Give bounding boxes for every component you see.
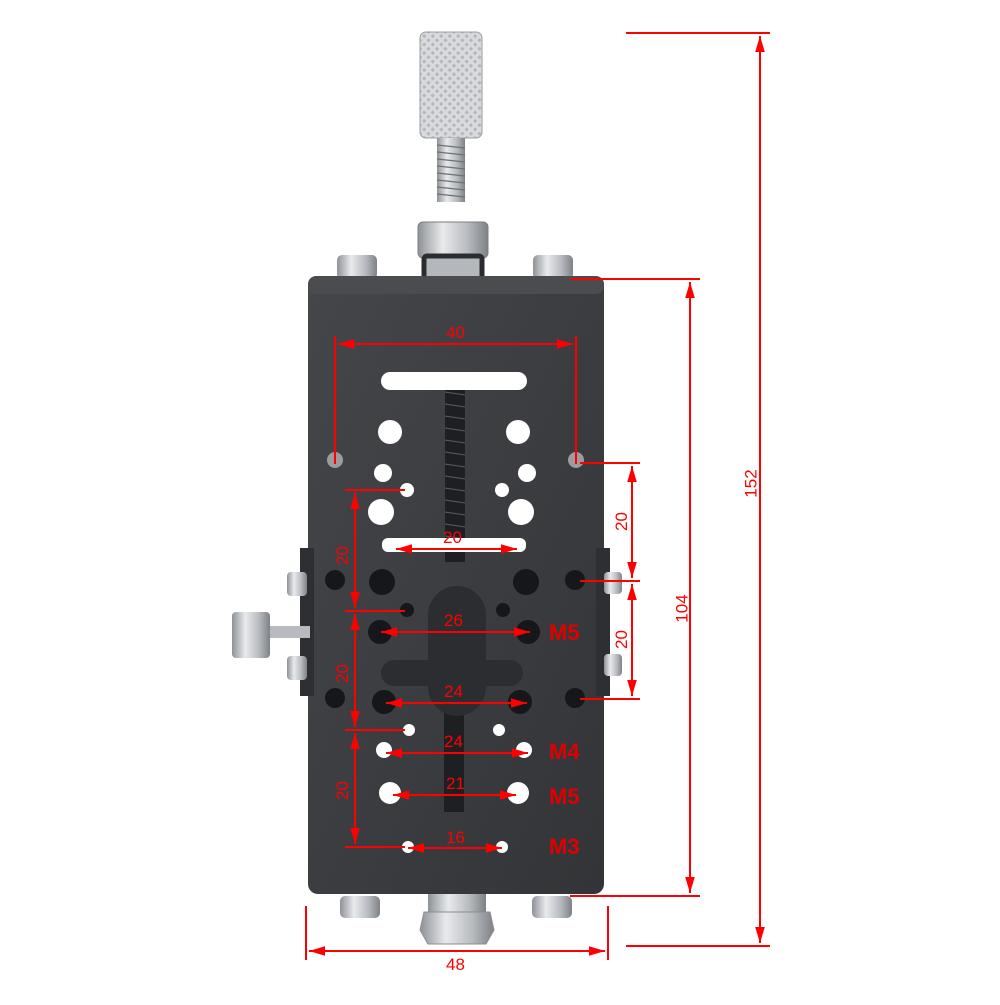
dim-hole-spacing-26: 26 [444, 611, 463, 630]
dim-right-pitch-lower: 20 [611, 630, 631, 649]
thread-label-m3: M3 [549, 834, 580, 859]
tapped-holes [325, 569, 585, 714]
top-cap-screws [337, 255, 573, 279]
dim-left-pitch-3: 20 [332, 781, 352, 800]
bottom-hardware [340, 894, 572, 945]
dim-right-pitch-upper: 20 [611, 512, 631, 531]
dim-hole-spacing-24-upper: 24 [444, 682, 463, 701]
dim-hole-spacing-21: 21 [446, 774, 465, 793]
dim-overall-height: 152 [741, 469, 761, 498]
dimension-lines [305, 32, 770, 960]
thread-label-m5-upper: M5 [549, 620, 580, 645]
top-adjustment-knob [417, 31, 489, 283]
thread-label-m5-lower: M5 [549, 784, 580, 809]
dim-top-hole-spacing: 40 [446, 323, 465, 342]
side-lock-knob [232, 572, 622, 680]
dim-overall-width: 48 [446, 955, 465, 974]
dim-body-height: 104 [672, 594, 692, 623]
dim-slot-length: 20 [443, 528, 462, 547]
dim-hole-spacing-24-lower: 24 [444, 732, 463, 751]
thread-label-m4: M4 [549, 739, 580, 764]
dim-hole-spacing-16: 16 [446, 828, 465, 847]
dim-left-pitch-1: 20 [332, 546, 352, 565]
dim-left-pitch-2: 20 [332, 664, 352, 683]
